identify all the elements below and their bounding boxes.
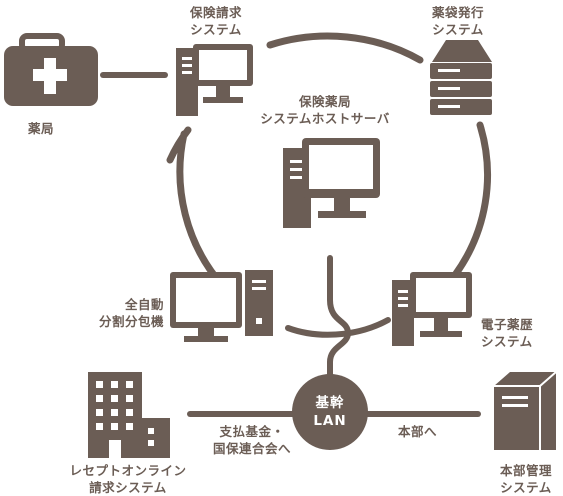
bag-issuing-label: 薬袋発行 システム (431, 5, 484, 37)
lan-trunk-line (327, 255, 352, 395)
auto-dispenser-label: 全自動 分割分包機 (98, 297, 164, 329)
pharmacy-label: 薬局 (28, 121, 55, 136)
desktop-computer-icon (176, 44, 253, 116)
host-server-computer-icon (283, 138, 380, 228)
e-medication-computer-icon (392, 272, 472, 346)
online-billing-label: レセプトオンライン 請求システム (69, 463, 187, 495)
computer-monitor-icon (170, 270, 273, 342)
server-stack-icon (430, 40, 492, 115)
host-server-label: 保険薬局 システムホストサーバ (260, 94, 390, 126)
hq-edge-label: 本部へ (398, 424, 438, 439)
tower-server-icon (494, 371, 557, 450)
e-medication-label: 電子薬歴 システム (481, 317, 534, 349)
office-building-icon (88, 372, 170, 458)
lan-hub-label: 基幹 LAN (313, 395, 347, 429)
fund-edge-label: 支払基金・ 国保連合会へ (212, 424, 291, 456)
hq-management-label: 本部管理 システム (499, 463, 552, 495)
lan-hub-circle (292, 374, 368, 450)
ring-connection-line (166, 32, 492, 289)
first-aid-kit-icon (4, 33, 98, 106)
crossover-line (285, 317, 391, 338)
insurance-billing-label: 保険請求 システム (189, 5, 242, 37)
